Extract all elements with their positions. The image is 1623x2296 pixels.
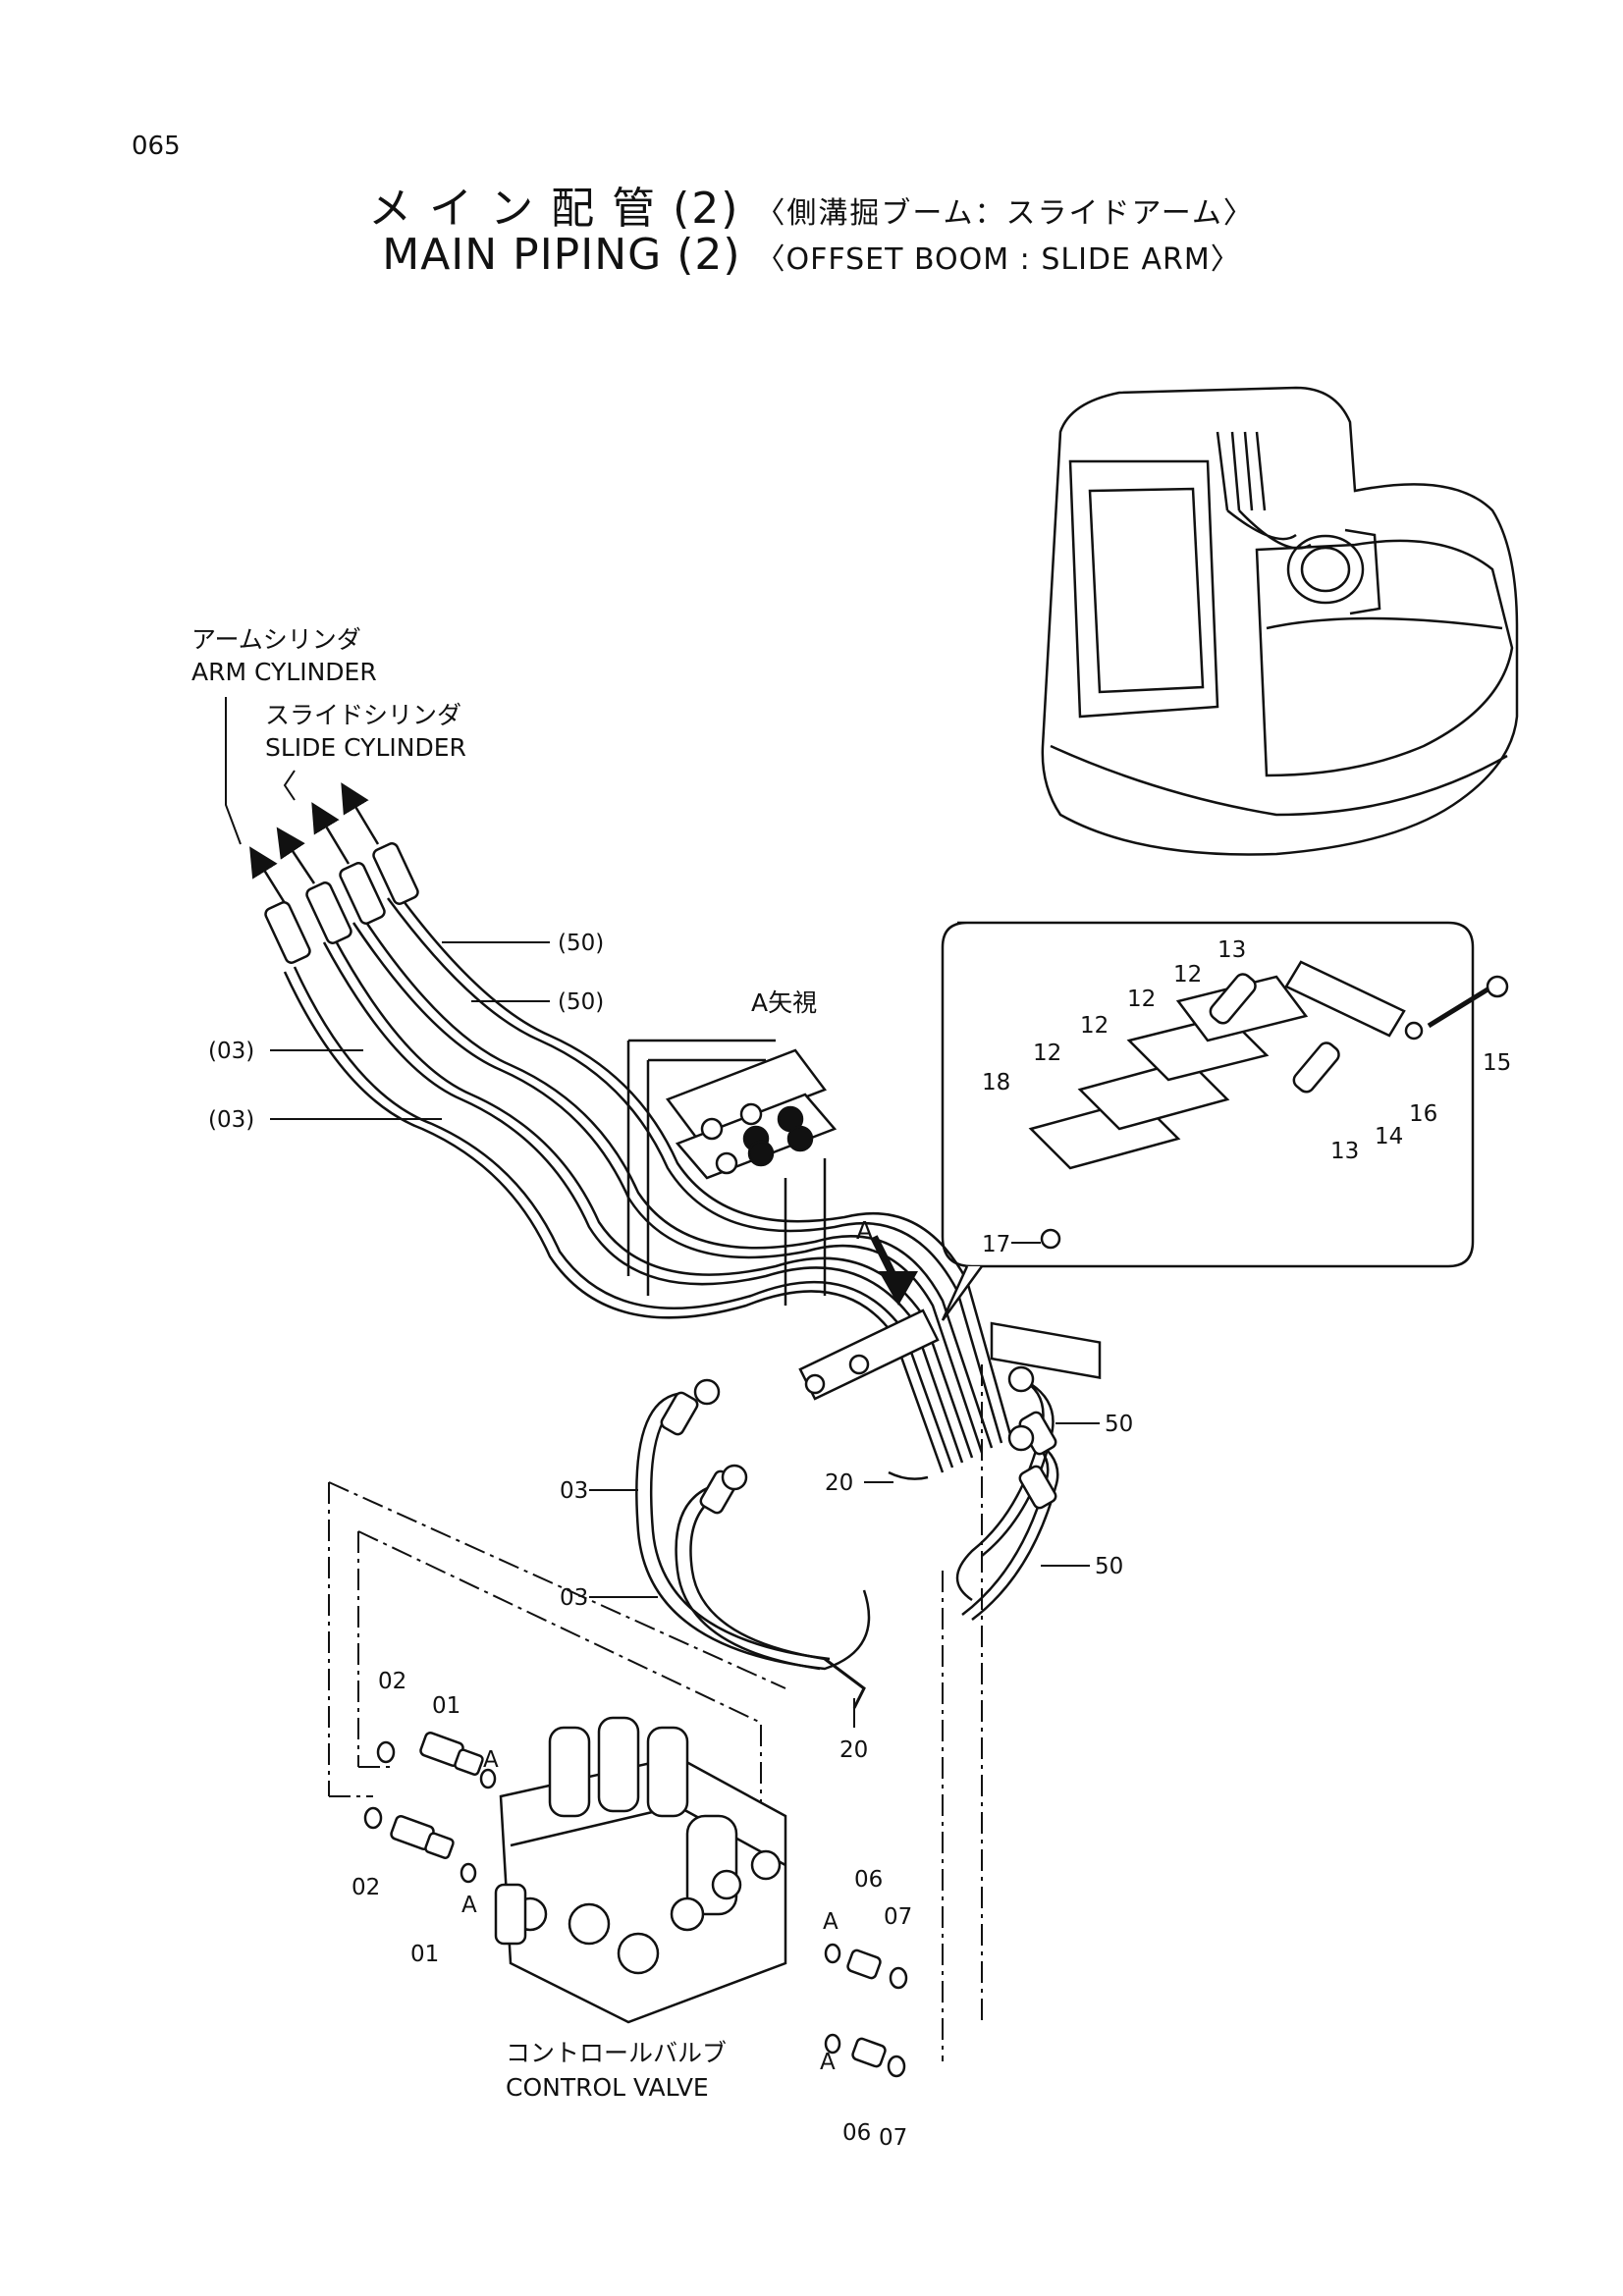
callout-02-upper: 02	[378, 1669, 406, 1694]
control-valve-drawing	[494, 1716, 787, 2024]
callout-15: 15	[1483, 1050, 1511, 1076]
clamp-detail-inset	[941, 921, 1509, 1379]
callout-12b: 12	[1127, 987, 1156, 1012]
callout-a-1: A	[483, 1747, 499, 1773]
callout-12c: 12	[1080, 1013, 1109, 1039]
view-a-label: A矢視	[751, 988, 817, 1017]
callout-a-2: A	[461, 1893, 477, 1918]
callout-leaders	[270, 941, 1100, 1728]
arrow-a-label: A	[856, 1216, 873, 1245]
title-en-sub: 〈OFFSET BOOM : SLIDE ARM〉	[755, 242, 1241, 277]
callout-03-left-lower: 03	[560, 1585, 588, 1611]
slide-cylinder-jp: スライドシリンダ	[265, 701, 461, 729]
title-jp-sub: 〈側溝掘ブーム：スライドアーム〉	[755, 196, 1255, 231]
clamp-bracket	[798, 1308, 940, 1401]
excavator-cab-drawing	[1041, 386, 1519, 856]
callout-13b: 13	[1330, 1139, 1359, 1164]
callout-02-lower: 02	[352, 1875, 380, 1900]
callout-14: 14	[1375, 1124, 1403, 1149]
title-japanese: メ イ ン 配 管 (2) 〈側溝掘ブーム：スライドアーム〉	[0, 173, 1623, 236]
callout-07-lower: 07	[879, 2125, 907, 2151]
cylinder-brackets	[225, 697, 296, 845]
arm-cylinder-en: ARM CYLINDER	[191, 658, 377, 686]
callout-06-lower: 06	[842, 2120, 871, 2146]
callout-01-upper: 01	[432, 1693, 460, 1719]
cylinder-arrows	[249, 782, 380, 904]
callout-12a: 12	[1173, 962, 1202, 988]
view-a-clamp	[626, 1039, 838, 1306]
callout-50-right-upper: 50	[1105, 1412, 1133, 1437]
callout-03-upper: (03)	[208, 1039, 254, 1064]
arm-cylinder-jp: アームシリンダ	[191, 625, 361, 654]
hose-bundle	[283, 892, 1013, 1473]
callout-17: 17	[982, 1232, 1010, 1257]
callout-03-lower: (03)	[208, 1107, 254, 1133]
callout-20-lower: 20	[839, 1737, 868, 1763]
callout-03-left-upper: 03	[560, 1478, 588, 1504]
page-number: 065	[132, 132, 181, 161]
callout-16: 16	[1409, 1101, 1437, 1127]
callout-a-3: A	[823, 1909, 839, 1935]
arrow-a	[870, 1235, 918, 1306]
callout-50-right-lower: 50	[1095, 1554, 1123, 1579]
callout-01-lower: 01	[410, 1942, 439, 1967]
callout-a-4: A	[820, 2050, 836, 2075]
port-fittings	[363, 1732, 908, 2078]
title-jp-main: メ イ ン 配 管 (2)	[368, 184, 740, 234]
title-en-main: MAIN PIPING (2)	[382, 230, 741, 280]
control-valve-jp: コントロールバルブ	[506, 2039, 727, 2067]
callout-06-upper: 06	[854, 1867, 883, 1893]
hose-fittings	[264, 842, 419, 964]
title-english: MAIN PIPING (2) 〈OFFSET BOOM : SLIDE ARM…	[0, 230, 1623, 280]
callout-50-lower: (50)	[558, 989, 604, 1015]
diagram-labels: アームシリンダ ARM CYLINDER スライドシリンダ SLIDE CYLI…	[191, 625, 1511, 2151]
callout-18: 18	[982, 1070, 1010, 1095]
callout-20-upper: 20	[825, 1470, 853, 1496]
callout-13a: 13	[1217, 937, 1246, 963]
pipes-03-50	[635, 1365, 1059, 1709]
callout-50-upper: (50)	[558, 931, 604, 956]
callout-12d: 12	[1033, 1041, 1061, 1066]
callout-07-upper: 07	[884, 1904, 912, 1930]
control-valve-en: CONTROL VALVE	[506, 2073, 709, 2102]
slide-cylinder-en: SLIDE CYLINDER	[265, 733, 466, 762]
